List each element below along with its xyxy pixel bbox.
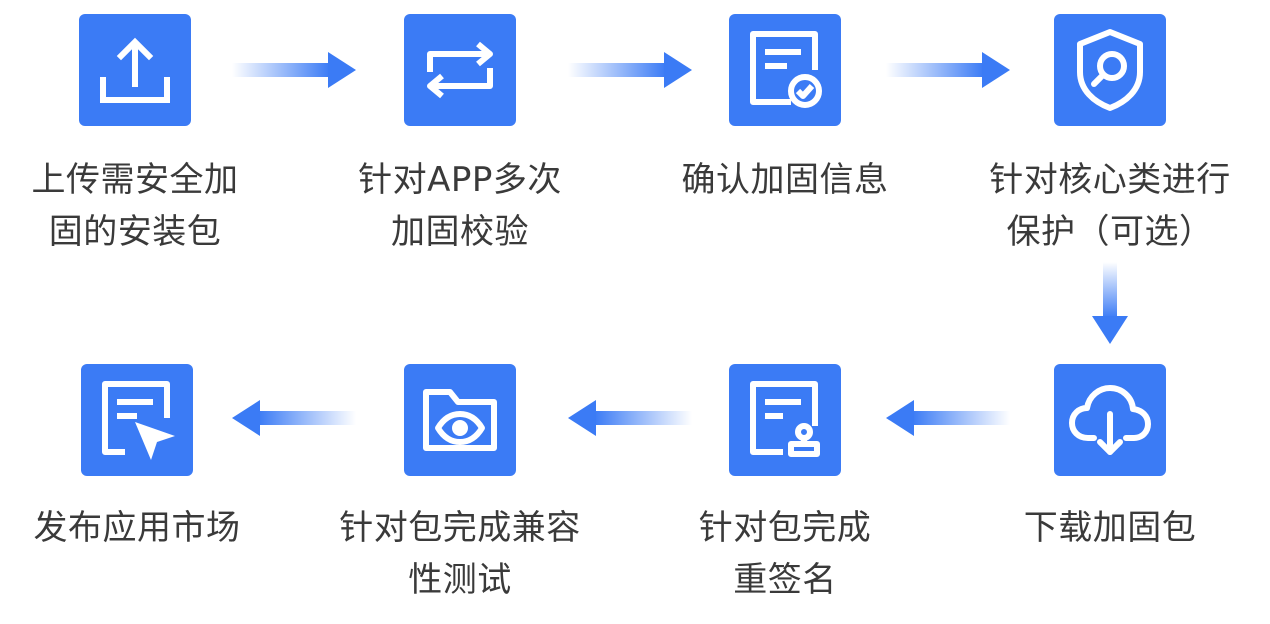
step-2-label-line-2: 加固校验 [391, 212, 529, 252]
arrow-1-to-2 [232, 50, 358, 90]
folder-eye-icon [423, 389, 497, 451]
arrow-right-icon [232, 52, 356, 88]
step-7-folder-eye-tile [404, 364, 516, 476]
step-4-label-line-1: 针对核心类进行 [989, 160, 1231, 200]
step-2-label: 针对APP多次 加固校验 [330, 154, 590, 258]
arrow-left-icon [232, 400, 356, 436]
arrow-left-icon [886, 400, 1010, 436]
step-1-label-line-1: 上传需安全加 [31, 160, 239, 200]
arrow-down-icon [1092, 262, 1128, 344]
step-8-label-line-1: 发布应用市场 [33, 508, 241, 548]
step-4-label: 针对核心类进行 保护（可选） [980, 154, 1240, 258]
step-4-label-line-2: 保护（可选） [1006, 212, 1214, 252]
step-3-label-line-1: 确认加固信息 [681, 160, 889, 200]
step-1-label-line-2: 固的安装包 [48, 212, 222, 252]
step-5-cloud-download-tile [1054, 364, 1166, 476]
step-2-repeat-tile [404, 14, 516, 126]
step-2-label-line-1: 针对APP多次 [358, 160, 562, 200]
step-3-label: 确认加固信息 [655, 154, 915, 206]
step-6-label-line-1: 针对包完成 [698, 508, 872, 548]
step-6-document-stamp-tile [729, 364, 841, 476]
document-check-icon [750, 31, 822, 108]
arrow-left-icon [568, 400, 692, 436]
step-7-label: 针对包完成兼容 性测试 [330, 502, 590, 606]
step-8-document-send-tile [81, 364, 193, 476]
step-7-label-line-1: 针对包完成兼容 [339, 508, 581, 548]
arrow-2-to-3 [568, 50, 694, 90]
arrow-5-to-6 [884, 398, 1010, 438]
cloud-download-icon [1069, 385, 1151, 455]
step-3-document-check-tile [729, 14, 841, 126]
arrow-right-icon [568, 52, 692, 88]
arrow-4-to-5 [1090, 262, 1130, 346]
step-4-shield-search-tile [1054, 14, 1166, 126]
arrow-6-to-7 [566, 398, 692, 438]
arrow-7-to-8 [230, 398, 356, 438]
step-6-label: 针对包完成 重签名 [655, 502, 915, 606]
step-1-upload-tile [79, 14, 191, 126]
shield-search-icon [1077, 29, 1143, 111]
document-stamp-icon [750, 381, 820, 457]
step-6-label-line-2: 重签名 [733, 560, 837, 600]
arrow-right-icon [886, 52, 1010, 88]
document-send-icon [102, 381, 175, 460]
step-7-label-line-2: 性测试 [408, 560, 512, 600]
repeat-icon [427, 41, 493, 99]
step-5-label: 下载加固包 [980, 502, 1240, 554]
step-1-label: 上传需安全加 固的安装包 [5, 154, 265, 258]
step-5-label-line-1: 下载加固包 [1023, 508, 1197, 548]
step-8-label: 发布应用市场 [7, 502, 267, 554]
arrow-3-to-4 [886, 50, 1012, 90]
upload-icon [100, 37, 170, 103]
